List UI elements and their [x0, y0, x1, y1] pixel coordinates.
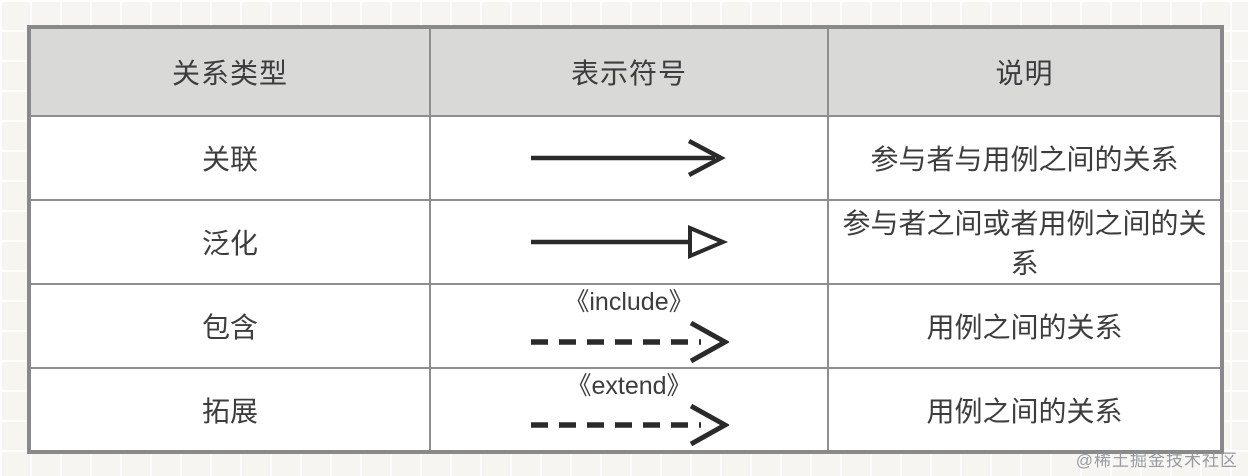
- extend-symbol-cell: 《extend》: [429, 367, 829, 453]
- dashed-open-arrow-icon: [531, 404, 729, 447]
- include-type-label: 包含: [28, 283, 431, 369]
- generalization-type-label: 泛化: [28, 199, 431, 285]
- header-relationship-type: 关系类型: [28, 26, 431, 117]
- association-type-label: 关联: [28, 115, 431, 201]
- association-symbol-cell: [429, 115, 829, 201]
- solid-hollow-triangle-arrow-icon: [531, 224, 729, 260]
- association-description: 参与者与用例之间的关系: [827, 115, 1223, 201]
- include-description: 用例之间的关系: [827, 283, 1223, 369]
- table-row-include: 包含 《include》 用例之间的关系: [28, 283, 1223, 369]
- solid-open-arrow-icon: [531, 139, 726, 177]
- table-row-extend: 拓展 《extend》 用例之间的关系: [28, 367, 1223, 453]
- header-symbol: 表示符号: [429, 26, 829, 117]
- extend-description: 用例之间的关系: [827, 367, 1223, 453]
- header-row: 关系类型 表示符号 说明: [28, 26, 1223, 117]
- header-description: 说明: [827, 26, 1223, 117]
- dashed-open-arrow-icon: [531, 320, 729, 363]
- generalization-symbol-cell: [429, 199, 829, 285]
- uml-relationship-table: 关系类型 表示符号 说明 关联 参与者与用例之间的关系: [27, 25, 1224, 454]
- watermark: @稀土掘金技术社区: [1075, 451, 1238, 470]
- include-symbol-cell: 《include》: [429, 283, 829, 369]
- include-stereotype-label: 《include》: [564, 288, 694, 317]
- table-row-association: 关联 参与者与用例之间的关系: [28, 115, 1223, 201]
- extend-stereotype-label: 《extend》: [566, 371, 692, 400]
- extend-type-label: 拓展: [28, 367, 431, 453]
- generalization-description: 参与者之间或者用例之间的关系: [827, 199, 1223, 285]
- table-row-generalization: 泛化 参与者之间或者用例之间的关系: [28, 199, 1223, 285]
